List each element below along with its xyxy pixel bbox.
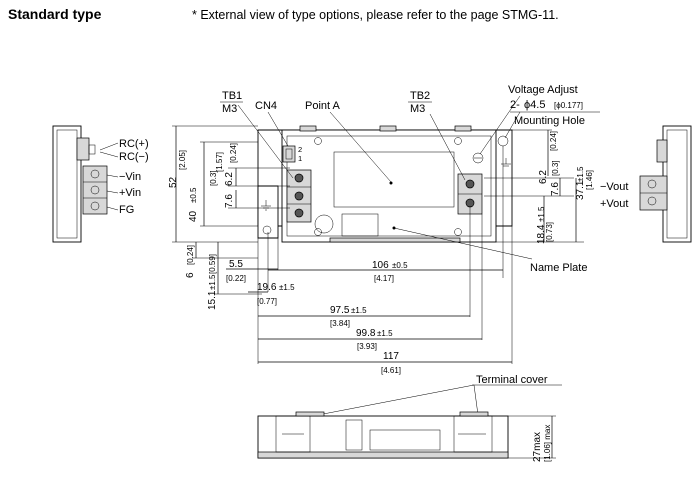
right-side-view: −Vout +Vout	[600, 125, 692, 243]
tb1-label: TB1	[222, 90, 242, 102]
dim-6: 6	[185, 272, 196, 278]
dim-99-8-tol: ±1.5	[377, 329, 393, 338]
top-labels: TB1 M3 CN4 Point A TB2 M3 Voltage Adjust…	[220, 84, 600, 183]
rc-plus-label: RC(+)	[119, 138, 149, 150]
dim-15-1-inch: [0.59]	[208, 254, 217, 274]
dim-6-2-right: 6.2	[538, 170, 549, 184]
cn4-pin2: 2	[298, 145, 302, 154]
dim-7-6-right: 7.6	[550, 182, 561, 196]
dim-40-inch: [1.57]	[215, 152, 224, 172]
dim-15-1-tol: ±1.5	[208, 274, 217, 290]
hole-qty: 2-	[510, 99, 520, 111]
vin-minus-label: −Vin	[119, 171, 141, 183]
dim-37-1-inch: [1.46]	[585, 170, 594, 190]
dim-18-4-tol: ±1.5	[537, 206, 546, 222]
cn4-label: CN4	[255, 100, 277, 112]
horizontal-dimensions: 5.5 [0.22] 106 ±0.5 [4.17] 19.6 ±1.5 [0.…	[226, 146, 587, 375]
name-plate-label: Name Plate	[530, 262, 587, 274]
dim-6-2-left: 6.2	[224, 172, 235, 186]
dim-52: 52	[168, 176, 179, 188]
dim-6-inch: [0.24]	[186, 245, 195, 265]
section-title: Standard type	[8, 6, 102, 22]
rc-minus-label: RC(−)	[119, 151, 149, 163]
tb2-screw-label: M3	[410, 103, 425, 115]
dim-40: 40	[188, 210, 199, 222]
top-view: 2 1	[257, 125, 513, 243]
dim-6-2-right-inch: [0.24]	[549, 131, 558, 151]
dim-18-4: 18.4	[536, 224, 547, 244]
dim-19-6-inch: [0.77]	[257, 297, 277, 306]
voltage-adjust-label: Voltage Adjust	[508, 84, 578, 96]
tb2-label: TB2	[410, 90, 430, 102]
dim-106-tol: ±0.5	[392, 261, 408, 270]
dim-7-6-left: 7.6	[224, 194, 235, 208]
dim-97-5-inch: [3.84]	[330, 319, 350, 328]
dim-37-1: 37.1	[575, 180, 586, 200]
dim-40-tol: ±0.5	[189, 187, 198, 203]
dim-27-max-inch: [1.06] max	[543, 425, 552, 462]
dim-27-max: 27max	[532, 432, 543, 462]
terminal-cover-label: Terminal cover	[476, 374, 548, 386]
dim-18-4-inch: [0.73]	[545, 222, 554, 242]
dim-19-6: 19.6	[257, 282, 277, 293]
dim-97-5-tol: ±1.5	[351, 306, 367, 315]
dim-7-6-left-inch: [0.3]	[209, 170, 218, 186]
dim-6-2-left-inch: [0.24]	[229, 143, 238, 163]
fg-label: FG	[119, 204, 134, 216]
vin-plus-label: +Vin	[119, 187, 141, 199]
dim-37-1-tol: ±1.5	[576, 166, 585, 182]
dim-5-5: 5.5	[229, 259, 243, 270]
dim-52-inch: [2.05]	[178, 150, 187, 170]
vout-minus-label: −Vout	[600, 181, 628, 193]
right-dimensions: 6.2 [0.24] 7.6 [0.3] 37.1 ±1.5 [1.46] 18…	[484, 129, 594, 244]
vout-plus-label: +Vout	[600, 198, 628, 210]
mounting-hole-label: Mounting Hole	[514, 115, 585, 127]
dim-99-8: 99.8	[356, 328, 376, 339]
dim-117: 117	[383, 351, 399, 362]
dim-106: 106	[372, 260, 389, 271]
dim-5-5-inch: [0.22]	[226, 274, 246, 283]
dim-15-1: 15.1	[207, 290, 218, 310]
left-side-view: RC(+) RC(−) −Vin +Vin FG	[52, 125, 149, 243]
cn4-pin1: 1	[298, 154, 302, 163]
tb1-screw-label: M3	[222, 103, 237, 115]
reference-note: * External view of type options, please …	[192, 8, 559, 22]
hole-diameter: ϕ4.5	[524, 99, 545, 111]
dim-7-6-right-inch: [0.3]	[551, 160, 560, 176]
dim-97-5: 97.5	[330, 305, 350, 316]
point-a-label: Point A	[305, 100, 341, 112]
dim-106-inch: [4.17]	[374, 274, 394, 283]
left-dimensions: 52 [2.05] 40 ±0.5 [1.57] 6.2 [0.24] 7.6 …	[168, 125, 290, 310]
front-view: Terminal cover 27max [1.06] max	[257, 374, 562, 462]
dim-99-8-inch: [3.93]	[357, 342, 377, 351]
dim-117-inch: [4.61]	[381, 366, 401, 375]
hole-diameter-inch: [ϕ0.177]	[554, 101, 583, 110]
dim-19-6-tol: ±1.5	[279, 283, 295, 292]
